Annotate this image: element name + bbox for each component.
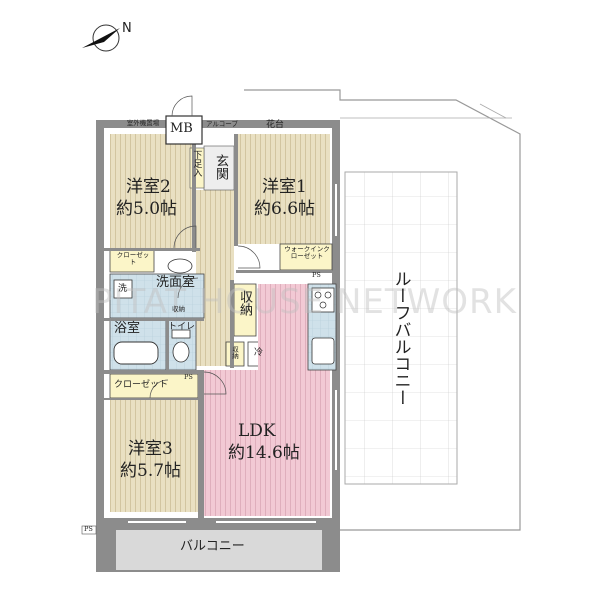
youshitsu3-floor <box>110 400 198 512</box>
shoes-label: 下足入 <box>191 150 202 177</box>
shuno-big-label: 収納 <box>236 290 252 316</box>
shitsugaiki-label: 室外機置場 <box>126 119 160 127</box>
yokushitsu-label: 浴室 <box>114 321 141 336</box>
toilet-icon <box>171 329 191 363</box>
walkin-label: ウォークインクローゼット <box>284 245 330 261</box>
compass-icon <box>82 24 120 52</box>
windows <box>128 184 337 523</box>
sentaku-label: 洗 <box>118 284 128 294</box>
ldk-name: LDK <box>238 421 276 441</box>
youshitsu1-name: 洋室1 <box>262 177 307 197</box>
closet-small-label: クローゼット <box>116 251 150 267</box>
youshitsu2-size: 約5.0帖 <box>116 199 178 219</box>
youshitsu3-size: 約5.7帖 <box>120 461 182 481</box>
youshitsu3-name: 洋室3 <box>128 439 173 459</box>
senmenshitsu-label: 洗面室 <box>156 275 196 290</box>
bathtub-icon <box>113 341 159 365</box>
youshitsu1-size: 約6.6帖 <box>254 199 316 219</box>
ps-walkin-label: PS <box>312 271 321 279</box>
mb-box <box>165 95 203 145</box>
reizoko-label: 冷 <box>254 348 264 358</box>
ps-closet3-label: PS <box>184 373 193 381</box>
roof-balcony-label: ルーフバルコニー <box>390 270 411 406</box>
door-swings <box>149 225 261 399</box>
youshitsu2-name: 洋室2 <box>126 177 171 197</box>
shuno-small-label: 収納 <box>172 305 185 313</box>
entrance-label: 玄関 <box>212 154 228 180</box>
balcony-area <box>81 525 340 572</box>
shuno-small2-label: 収納 <box>230 346 239 359</box>
watermark: PITAT HOUSE NETWORK <box>92 282 517 322</box>
ps-balcony-label: PS <box>84 525 93 533</box>
mb-label: MB <box>170 121 193 136</box>
kadan-label: 花台 <box>266 120 285 130</box>
sink-icon <box>167 258 193 274</box>
stove-icon <box>311 287 335 313</box>
ldk-size: 約14.6帖 <box>228 443 300 463</box>
washer-icon <box>113 279 133 299</box>
closet3-label: クローゼット <box>114 380 169 390</box>
youshitsu1-floor <box>238 134 330 244</box>
alcove-label: アルコーブ <box>206 120 238 128</box>
youshitsu2-floor <box>110 134 192 248</box>
kitchen-sink-icon <box>311 337 335 365</box>
compass-label: N <box>122 21 132 36</box>
interior-walls <box>104 134 332 518</box>
roof-balcony-area <box>244 89 521 531</box>
balcony-label: バルコニー <box>180 539 245 554</box>
toilet-label: トイレ <box>168 322 196 332</box>
